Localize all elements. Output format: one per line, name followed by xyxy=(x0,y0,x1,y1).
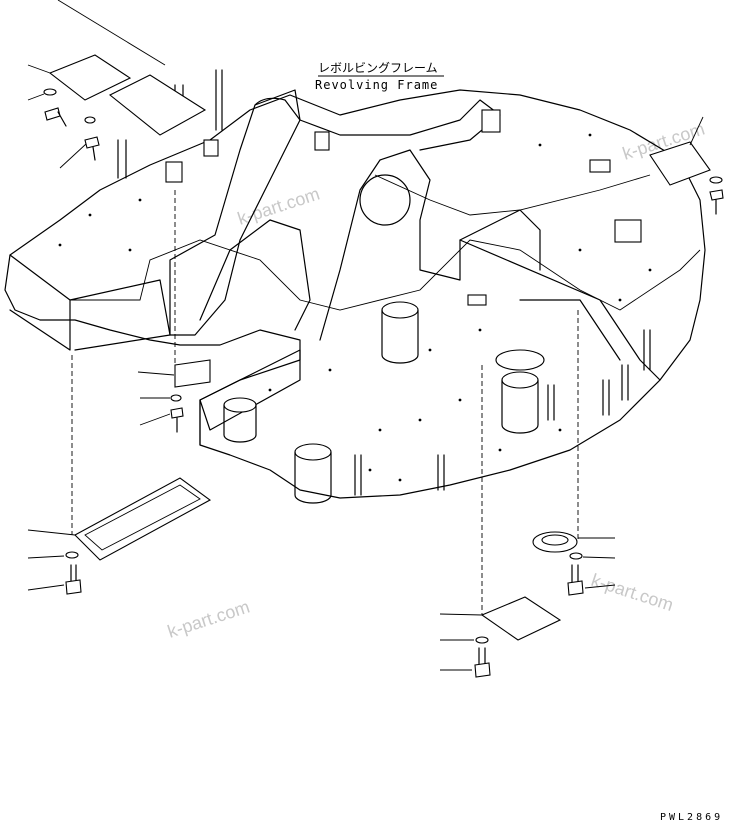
washer-icon xyxy=(170,394,182,402)
washer-icon xyxy=(43,88,57,96)
cover-plate-top-right xyxy=(689,116,724,215)
watermark: k-part.com xyxy=(235,184,322,229)
cover-ring-lower-right xyxy=(532,531,616,596)
cover-plate-lower-left xyxy=(27,477,212,595)
bolt-icon xyxy=(709,189,724,201)
bolt-icon xyxy=(474,662,491,678)
washer-icon xyxy=(709,176,723,184)
title-english: Revolving Frame xyxy=(315,78,438,92)
cover-plate-top-left xyxy=(27,0,166,169)
mount-cylinder xyxy=(294,443,332,504)
mount-cylinder xyxy=(381,301,419,364)
watermark: k-part.com xyxy=(589,570,676,615)
washer-icon xyxy=(475,636,489,644)
bolt-icon xyxy=(65,579,82,595)
cover-plate-left-middle xyxy=(137,359,211,433)
title-japanese: レボルビングフレーム xyxy=(318,61,438,75)
mount-cylinder xyxy=(495,349,545,434)
drawing-code: PWL2869 xyxy=(660,812,723,823)
deck-holes xyxy=(58,133,652,482)
washer-icon xyxy=(569,552,583,560)
revolving-frame xyxy=(4,54,711,504)
bolt-icon xyxy=(44,107,61,121)
bolt-icon xyxy=(567,580,584,596)
bolt-icon xyxy=(170,407,184,419)
watermark: k-part.com xyxy=(165,597,252,642)
mount-cylinder xyxy=(223,397,257,443)
cover-plate-lower-center xyxy=(439,596,562,678)
washer-icon xyxy=(65,551,79,559)
